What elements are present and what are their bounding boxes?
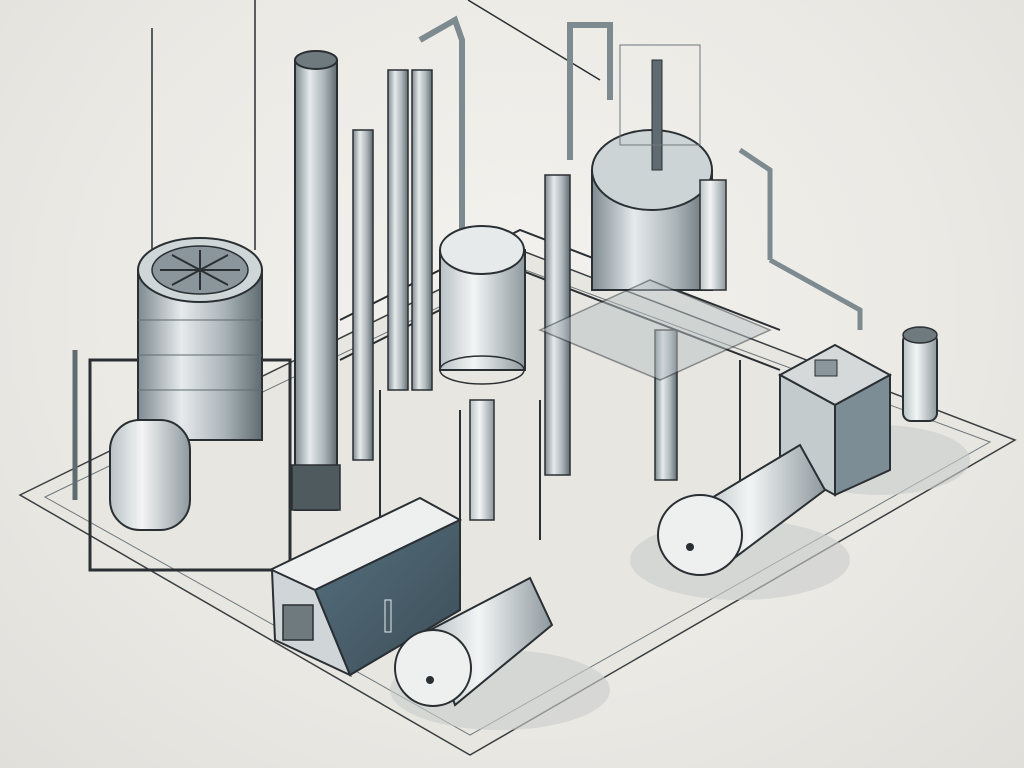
reactor-vessel	[538, 44, 772, 381]
fan-tank	[72, 237, 292, 572]
antenna-lines	[151, 0, 601, 250]
central-tank	[439, 225, 526, 385]
horizontal-tank-right	[657, 443, 827, 576]
canister	[902, 326, 938, 422]
horizontal-tank-front	[394, 576, 554, 707]
process-columns	[352, 69, 678, 521]
chimney-stack	[291, 50, 341, 511]
warehouse-building	[267, 496, 463, 677]
